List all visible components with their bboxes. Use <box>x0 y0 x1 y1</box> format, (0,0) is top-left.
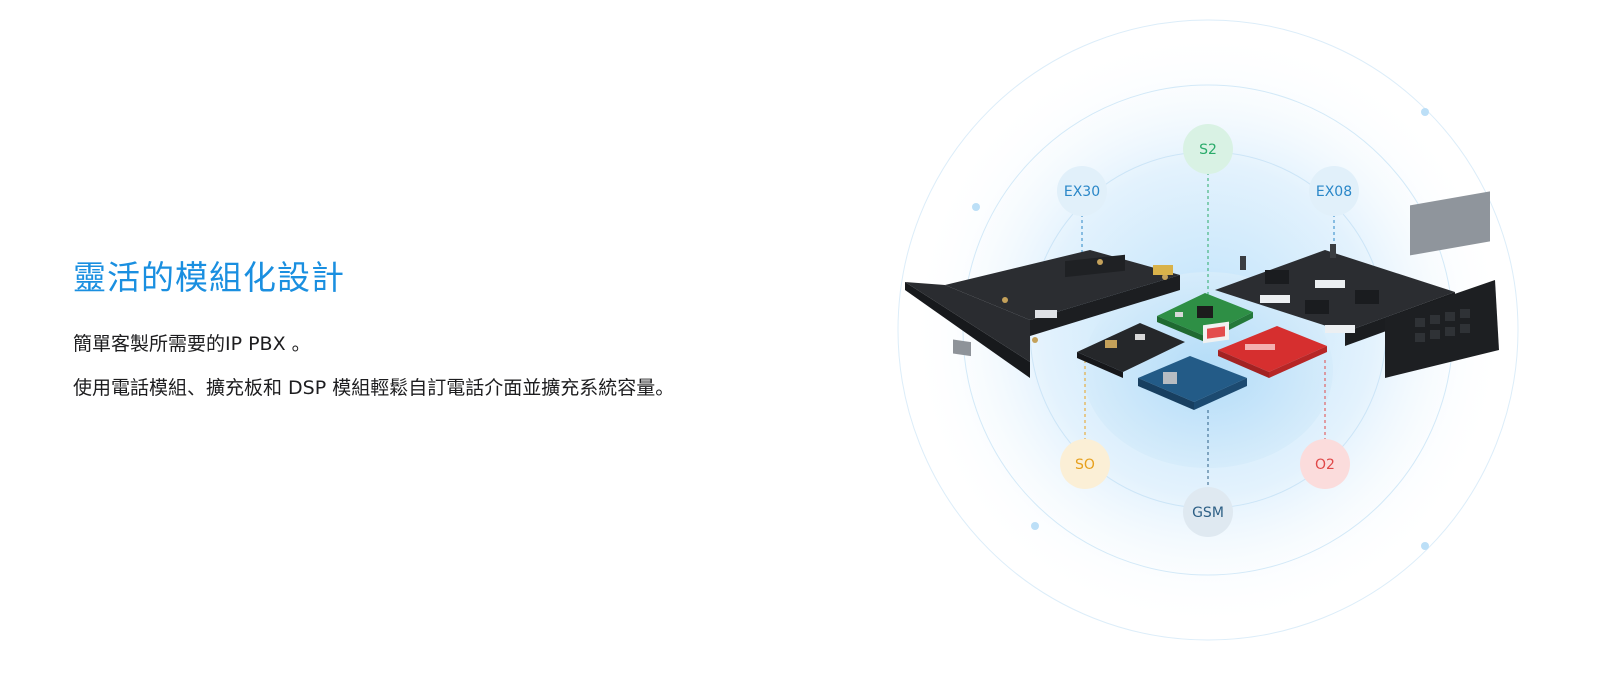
so-module <box>1077 323 1185 378</box>
label-text: S2 <box>1199 142 1217 158</box>
label-text: GSM <box>1192 505 1224 521</box>
label-text: EX08 <box>1316 184 1352 200</box>
module-label-s2: S2 <box>1183 124 1233 174</box>
module-label-so: SO <box>1060 439 1110 489</box>
label-bubble <box>1300 439 1350 489</box>
module-label-ex08: EX08 <box>1309 166 1359 216</box>
feature-headline: 靈活的模組化設計 <box>73 258 345 297</box>
label-bubble <box>1060 439 1110 489</box>
ex30-board <box>905 250 1180 378</box>
feature-description-1: 簡單客製所需要的IP PBX 。 <box>73 333 311 355</box>
o2-module <box>1218 326 1327 378</box>
label-text: O2 <box>1315 457 1335 473</box>
module-illustration: S2 EX30 EX08 SO O2 GSM <box>885 0 1535 683</box>
feature-text-block: 靈活的模組化設計 簡單客製所需要的IP PBX 。 使用電話模組、擴充板和 DS… <box>73 250 873 410</box>
module-illustration-svg: S2 EX30 EX08 SO O2 GSM <box>897 19 1519 641</box>
label-text: EX30 <box>1064 184 1100 200</box>
module-label-gsm: GSM <box>1183 487 1233 537</box>
label-bubble <box>1183 124 1233 174</box>
module-label-ex30: EX30 <box>1057 166 1107 216</box>
ring-dot <box>1421 542 1429 550</box>
label-bubble <box>1183 487 1233 537</box>
ring-dot <box>972 203 980 211</box>
outer-ring <box>897 19 1519 641</box>
ex08-board <box>1215 191 1499 378</box>
ring-dot <box>1031 522 1039 530</box>
label-text: SO <box>1075 457 1095 473</box>
gsm-module <box>1138 321 1247 410</box>
feature-description-2: 使用電話模組、擴充板和 DSP 模組輕鬆自訂電話介面並擴充系統容量。 <box>73 377 675 399</box>
module-label-o2: O2 <box>1300 439 1350 489</box>
label-bubble <box>1057 166 1107 216</box>
label-bubble <box>1309 166 1359 216</box>
ring-dot <box>1421 108 1429 116</box>
